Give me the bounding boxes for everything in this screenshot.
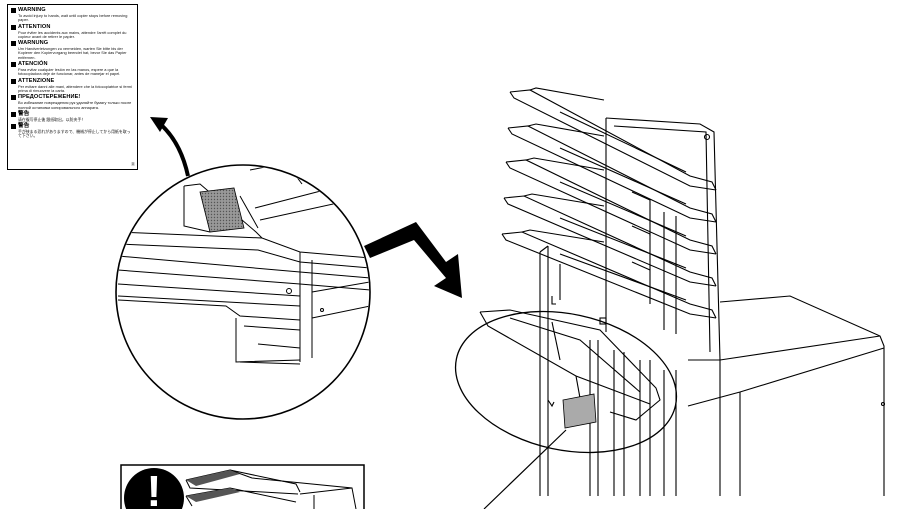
label-section-ru: ПРЕДОСТЕРЕЖЕНИЕ!: [11, 94, 134, 101]
bullet-square-icon: [11, 62, 16, 68]
bullet-square-icon: [11, 78, 16, 84]
bullet-square-icon: [11, 124, 16, 130]
finisher-machine: [479, 87, 886, 496]
bullet-square-icon: [11, 95, 16, 101]
label-side-code: Ⓡ: [131, 162, 136, 166]
bullet-square-icon: [11, 8, 16, 13]
highlight-ellipse: [454, 310, 678, 454]
exclamation-glyph: !: [147, 467, 162, 509]
label-section-fr: ATTENTION: [11, 24, 134, 30]
machine-label-location: [562, 393, 597, 429]
zigzag-arrow-icon: [364, 222, 462, 298]
exclamation-icon: [124, 468, 184, 509]
bullet-square-icon: [11, 111, 16, 117]
caution-label-box: !: [120, 464, 365, 509]
label-section-es: ATENCIÓN: [11, 61, 134, 68]
magnified-detail-circle: [115, 164, 371, 420]
leader-line: [483, 429, 567, 509]
label-section-en: WARNING: [11, 7, 134, 13]
bullet-square-icon: [11, 24, 16, 30]
label-section-zh: 警告: [11, 111, 134, 117]
label-section-de: WARNUNG: [11, 40, 134, 47]
label-section-it: ATTENZIONE: [11, 78, 134, 84]
warning-label: WARNING To avoid injury to hands, wait u…: [7, 4, 138, 170]
bullet-square-icon: [11, 41, 16, 47]
curved-arrow-icon: [150, 117, 190, 177]
label-section-ja: 警告: [11, 123, 134, 130]
